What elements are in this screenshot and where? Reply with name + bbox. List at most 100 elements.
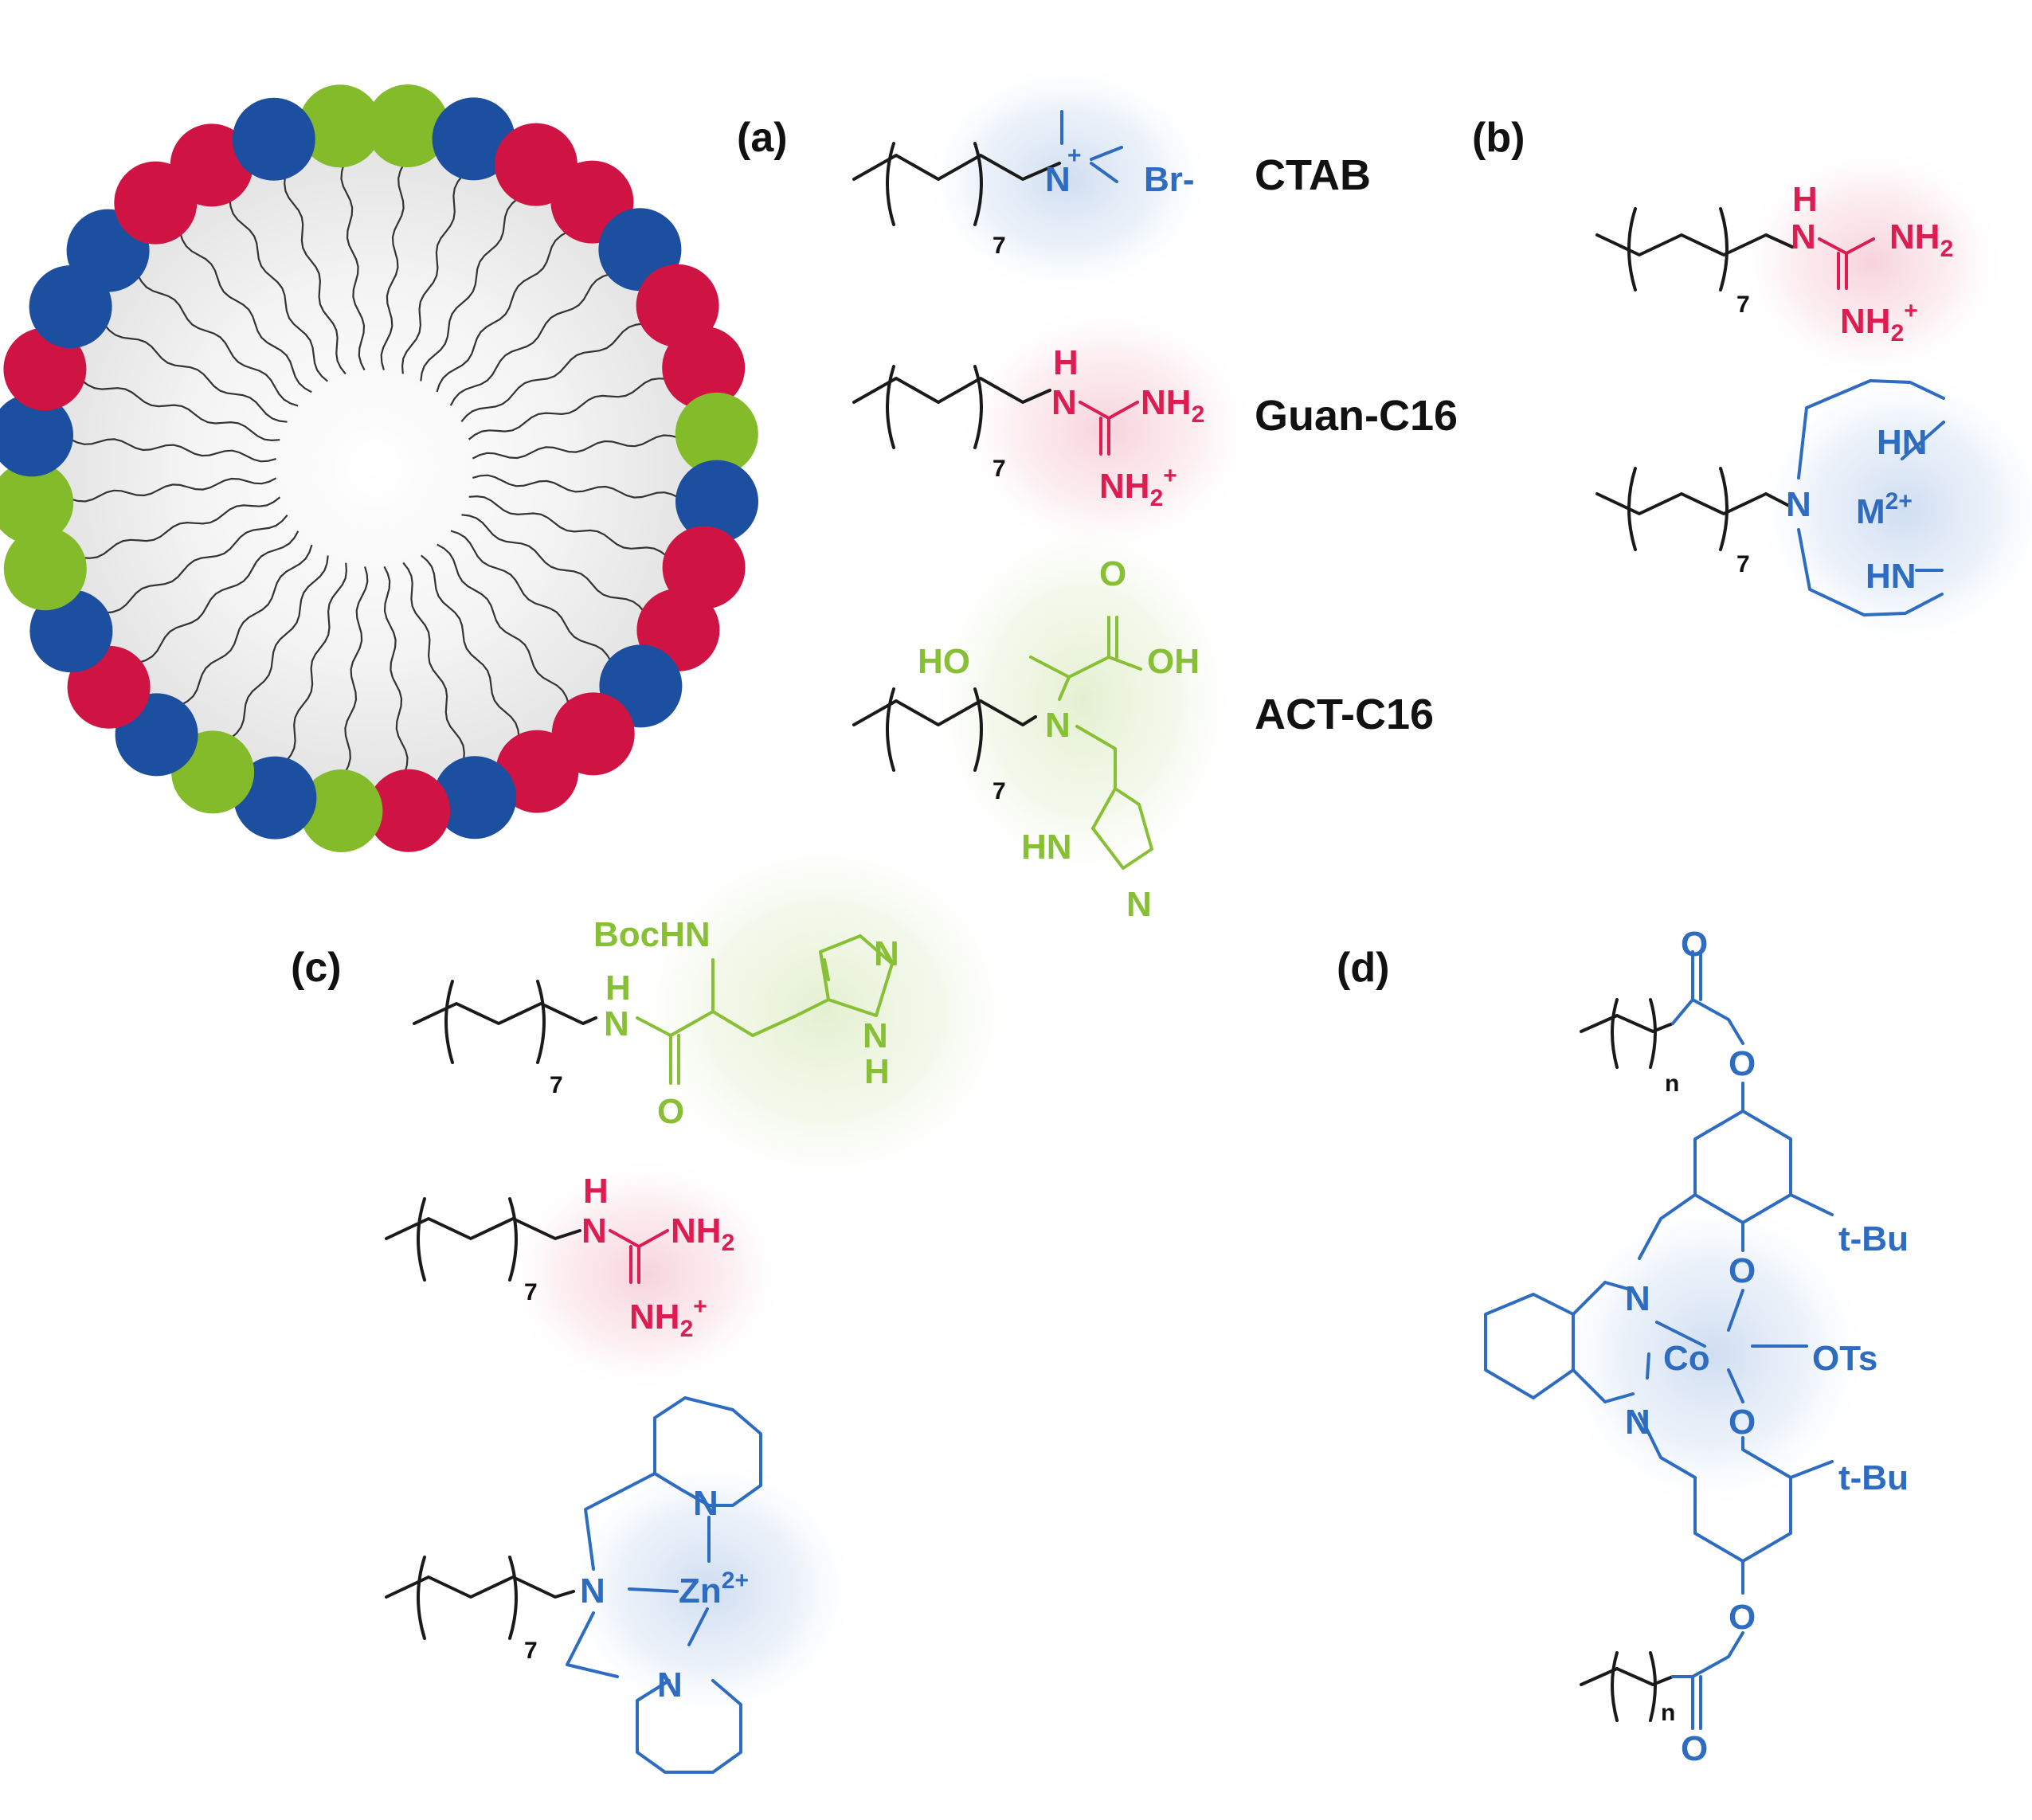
panel-d-imine-n-bottom: N	[1625, 1403, 1650, 1442]
panel-c-histidine-ring-n: N	[874, 934, 899, 973]
act-c16-repeat-bracket-left	[886, 687, 895, 772]
panel-c-guanidinium-nh2: NH2	[671, 1211, 734, 1256]
panel-d-cobalt-highlight	[1553, 1195, 1872, 1513]
panel-d-cobalt: Co	[1663, 1339, 1710, 1378]
panel-d-bottom-ester-bracket-left	[1611, 1651, 1619, 1722]
guan-c16-nh-n: N	[1051, 383, 1077, 422]
micelle-tail	[468, 495, 668, 558]
panel-a: (a) 7 N + Br- CTAB 7 H N NH2 NH2+ Gua	[737, 60, 1458, 924]
micelle-tail	[104, 514, 288, 614]
panel-c-guanidinium-repeat-count: 7	[524, 1279, 538, 1305]
panel-c-zinc-pyridine-n-bottom: N	[657, 1665, 683, 1705]
panel-c-zinc-metal: Zn2+	[679, 1568, 749, 1611]
guan-c16-repeat-bracket-right	[973, 365, 983, 449]
ctab-nitrogen: N	[1045, 160, 1071, 199]
micelle-headgroup-green	[3, 527, 87, 611]
panel-b-guanidinium-nh-n: N	[1791, 217, 1816, 256]
panel-b-guanidinium-bonds	[1818, 237, 1875, 290]
panel-c-histidine-amide-h: H	[605, 969, 631, 1008]
micelle-headgroup-blue	[29, 589, 113, 673]
panel-c-guanidinium-nh-n: N	[581, 1211, 607, 1251]
panel-b-tacn-highlight	[1752, 366, 2032, 653]
panel-c-guanidinium-bonds	[609, 1229, 669, 1284]
micelle-tail	[340, 163, 366, 371]
panel-b-guanidinium-repeat-count: 7	[1736, 292, 1750, 318]
micelle-headgroup-blue	[675, 460, 758, 543]
act-c16-repeat-bracket-right	[973, 687, 983, 772]
panel-d-bottom-carbonyl-o: O	[1681, 1729, 1708, 1768]
micelle-tail	[461, 514, 645, 613]
micelle-tail	[81, 496, 281, 559]
micelle-tail	[80, 379, 280, 442]
panel-c-zinc-amine-n: N	[580, 1571, 605, 1611]
micelle-tail	[380, 163, 405, 370]
micelle-tail	[69, 438, 276, 463]
panel-d-bottom-ester-o: O	[1729, 1598, 1756, 1637]
micelle-headgroup-green	[366, 84, 449, 167]
micelle-tail	[420, 554, 520, 738]
micelle-tail	[383, 566, 409, 773]
panel-c-zinc-bonds	[566, 1396, 762, 1774]
ctab-repeat-count: 7	[993, 233, 1006, 259]
panel-c-zinc-bracket-right	[508, 1556, 518, 1640]
panel-c-guanidinium-nh-h: H	[583, 1172, 609, 1211]
panel-c-zinc-highlight	[558, 1454, 860, 1724]
micelle-tail	[229, 555, 329, 739]
guan-c16-nh-h: H	[1053, 343, 1079, 382]
act-c16-hydroxyl: HO	[918, 642, 970, 681]
panel-d-tbu-top: t-Bu	[1838, 1219, 1909, 1258]
panel-b-tacn-alkyl-tail	[1595, 492, 1791, 515]
panel-b-guanidinium-alkyl-tail	[1595, 233, 1794, 256]
panel-c-histidine-bochn: BocHN	[593, 915, 711, 954]
panel-b-guanidinium: 7 H N NH2 NH2+	[1595, 143, 2007, 382]
panel-b-tacn-hn-bottom: HN	[1866, 557, 1917, 596]
panel-c-guanidinium: 7 H N NH2 NH2+	[385, 1155, 789, 1394]
micelle-tail	[69, 477, 277, 503]
micelle-tail	[284, 175, 346, 375]
panel-b: (b) 7 H N NH2 NH2+ 7 N HN HN M2+	[1472, 115, 2032, 653]
micelle-tail	[436, 230, 569, 393]
micelle-headgroup-blue	[233, 756, 317, 840]
micelle-tail	[229, 198, 329, 382]
micelle-headgroup-red	[495, 730, 579, 813]
panel-b-tacn-bracket-left	[1627, 467, 1637, 551]
micelle-tail	[450, 530, 613, 663]
act-c16-imidazole-n: N	[1126, 885, 1152, 924]
micelle-tail	[449, 272, 611, 406]
panel-c-histidine-amide-n: N	[604, 1004, 629, 1043]
panel-c-guanidinium-highlight	[502, 1155, 789, 1394]
panel-d-phenoxide-o-top: O	[1729, 1251, 1756, 1290]
ctab-charge: +	[1067, 143, 1082, 169]
micelle-headgroup-red	[662, 526, 746, 609]
ctab-highlight	[920, 60, 1215, 299]
panel-c: (c) 7 BocHN H N O N N H 7 H N NH2 N	[291, 828, 1024, 1774]
panel-b-tacn-ring-bonds	[1797, 379, 1945, 616]
micelle-tail	[136, 274, 299, 407]
panel-c-histidine-amide: 7 BocHN H N O N N H	[413, 828, 1024, 1195]
micelle-tail	[178, 232, 312, 393]
micelle-tail	[437, 543, 570, 705]
panel-c-histidine-alkyl-tail	[413, 1002, 597, 1025]
panel-d-salen-cobalt-complex: n n O O t-Bu N O Co OTs N O t-Bu O O	[1484, 925, 1909, 1768]
panel-d-phenoxide-o-bottom: O	[1729, 1403, 1756, 1442]
ctab-repeat-bracket-left	[886, 142, 895, 226]
guan-c16-repeat-count: 7	[993, 456, 1006, 482]
micelle-headgroup-green	[0, 461, 74, 545]
panel-c-zinc-alkyl-tail	[385, 1575, 575, 1599]
micelle-headgroup-blue	[232, 97, 315, 181]
micelle-tail	[472, 474, 679, 499]
panel-d-tosylate: OTs	[1812, 1339, 1877, 1378]
panel-b-tacn-bracket-right	[1719, 467, 1729, 551]
panel-c-zinc-bracket-left	[417, 1556, 426, 1640]
micelle-headgroup-red	[636, 264, 719, 347]
micelle-tail	[472, 434, 679, 460]
micelle-headgroup-red	[662, 326, 746, 409]
act-c16-repeat-count: 7	[993, 778, 1006, 804]
panel-b-label: (b)	[1472, 115, 1525, 161]
act-c16-imidazole-hn: HN	[1021, 828, 1072, 867]
micelle-tail	[138, 530, 300, 664]
act-c16-amine-n: N	[1045, 706, 1071, 745]
panel-d-bottom-ester-tail	[1580, 1667, 1674, 1686]
panel-c-histidine-ring-nh-h: H	[864, 1052, 890, 1091]
panel-c-guanidinium-bracket-right	[508, 1197, 518, 1282]
